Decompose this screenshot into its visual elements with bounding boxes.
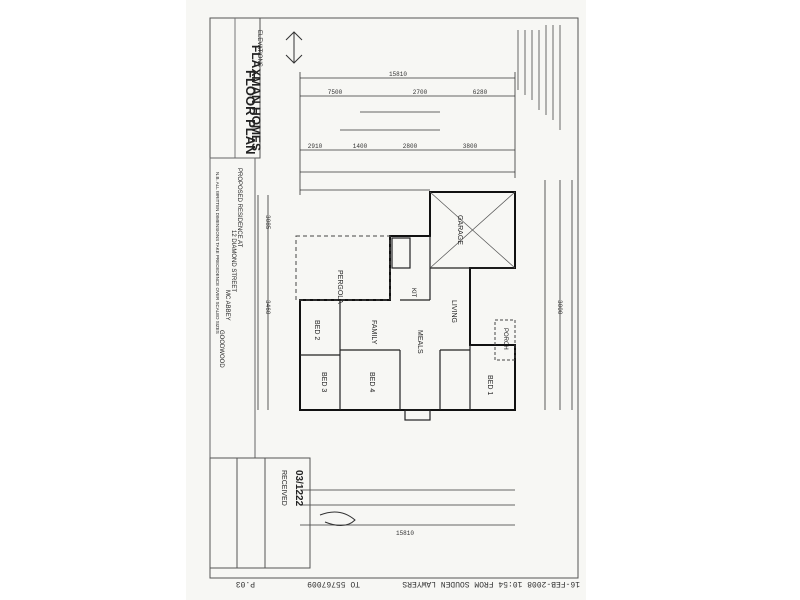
pergola-outline (295, 235, 391, 301)
dim-mid-d: 3800 (463, 143, 478, 150)
dim-top-b: 2700 (413, 89, 428, 96)
room-pergola: PERGOLA (336, 270, 343, 304)
room-meals: MEALS (416, 330, 423, 354)
dim-mid-c: 2800 (403, 143, 418, 150)
room-bed-1: BED 1 (486, 375, 493, 395)
stamp-received: RECEIVED (280, 470, 287, 506)
room-family: FAMILY (370, 320, 377, 345)
title-block: FLOOR PLAN FLAXMAN HOMES ELEVATIONS PROP… (209, 17, 303, 459)
dim-mid-b: 1400 (353, 143, 368, 150)
elevation-tag: ELEVATIONS (256, 30, 262, 67)
dimension-lines-side (257, 180, 573, 410)
dim-mid-a: 2910 (308, 143, 323, 150)
address-line-2: MC ABBEY (224, 290, 230, 321)
dim-side-c: 3000 (556, 300, 563, 315)
specification-notes (517, 25, 561, 130)
fax-date-from: 16-FEB-2008 10:54 FROM SOUDEN LAWYERS (402, 579, 580, 588)
dim-side-a: 3085 (264, 215, 271, 230)
porch-outline (494, 319, 516, 361)
room-living: LIVING (450, 300, 457, 323)
lower-title-strip (209, 457, 311, 569)
dim-overall: 15810 (389, 71, 407, 78)
stamp-number: 03/1222 (293, 470, 304, 507)
dim-side-b: 3460 (264, 300, 271, 315)
dim-top-c: 6280 (473, 89, 488, 96)
signature-mark (319, 511, 356, 526)
fax-header: 16-FEB-2008 10:54 FROM SOUDEN LAWYERS TO… (236, 579, 580, 588)
received-stamp: 03/1222 RECEIVED (280, 470, 356, 526)
garage-roof-lines (429, 191, 516, 269)
dimension-lines-bottom (300, 489, 515, 526)
client-label: PROPOSED RESIDENCE AT (236, 168, 242, 248)
plan-heading: FLOOR PLAN (243, 70, 258, 155)
room-porch: PORCH (502, 328, 508, 350)
building-walls (299, 191, 516, 411)
dimension-lines-top (299, 72, 516, 195)
dim-top-a: 7500 (328, 89, 343, 96)
dim-bottom-overall: 15810 (396, 530, 414, 537)
room-bed-3: BED 3 (320, 372, 327, 392)
suburb: GOODWOOD (218, 330, 224, 368)
room-bed-4: BED 4 (368, 372, 375, 392)
fax-page-number: P.03 (236, 579, 255, 588)
north-arrow-icon (285, 31, 303, 64)
fax-to: TO 55767009 (307, 579, 360, 588)
company-name: FLAXMAN HOMES (249, 45, 263, 151)
interior-walls (300, 236, 515, 421)
room-bed-2: BED 2 (313, 320, 320, 340)
room-garage: GARAGE (456, 215, 463, 245)
address-line-1: 12 DIAMOND STREET (230, 230, 236, 292)
room-kitchen: KIT (410, 288, 416, 298)
dimension-note: N.B. ALL WRITTEN DIMENSIONS TAKE PRECEDE… (215, 172, 220, 334)
